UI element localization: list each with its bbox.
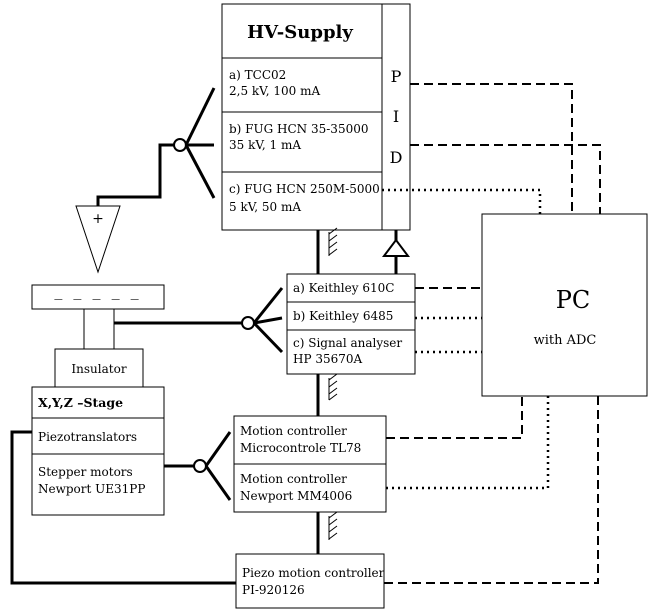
- meters-block: a) Keithley 610C b) Keithley 6485 c) Sig…: [286, 273, 416, 375]
- piezo-cable: [10, 430, 236, 585]
- meters-box: [286, 273, 416, 375]
- ground-icon: [328, 511, 338, 540]
- xyz-stage-title: X,Y,Z –Stage: [38, 395, 123, 410]
- amplifier-triangle: [382, 238, 410, 257]
- piezo-ctrl-line2: PI-920126: [242, 583, 305, 597]
- sample-plate: _ _ _ _ _: [31, 281, 165, 310]
- motion-controllers-block: Motion controller Microcontrole TL78 Mot…: [233, 415, 387, 513]
- meter-selector-switch-icon: [241, 287, 284, 354]
- selector-switches: [173, 87, 284, 501]
- meter-a-label: a) Keithley 610C: [293, 281, 394, 295]
- pid-letter-p: P: [391, 67, 402, 86]
- piezo-ctrl-to-pc-line: [384, 396, 599, 584]
- meter-c-line2: HP 35670A: [293, 352, 363, 366]
- hv-supply-box: [221, 3, 383, 231]
- insulator-label: Insulator: [71, 362, 126, 376]
- electrode-plus-sign: +: [92, 211, 104, 227]
- insulator-block: Insulator: [54, 348, 144, 388]
- hv-item-a-line2: 2,5 kV, 100 mA: [229, 84, 320, 98]
- motion-ctrl-2-line2: Newport MM4006: [240, 489, 352, 503]
- xyz-stage: X,Y,Z –Stage Piezotranslators Stepper mo…: [31, 386, 165, 516]
- hv-item-a-line1: a) TCC02: [229, 68, 286, 82]
- pid-controller: P I D: [381, 3, 411, 231]
- stage-stepper-line1: Stepper motors: [38, 465, 133, 479]
- hv-item-b-line1: b) FUG HCN 35-35000: [229, 122, 368, 136]
- dotted-signal-lines: [382, 188, 550, 490]
- pc-title: PC: [556, 286, 591, 314]
- hv-item-b-line2: 35 kV, 1 mA: [229, 138, 301, 152]
- sample-plate-minus: _ _ _ _ _: [54, 281, 141, 300]
- pid-p-to-pc-line: [410, 83, 573, 214]
- motion-ctrl-1-line1: Motion controller: [240, 424, 347, 438]
- tl78-to-pc-line: [386, 396, 523, 439]
- xyz-stage-box: [31, 386, 165, 516]
- pc-box: [481, 213, 648, 397]
- meter-c-line1: c) Signal analyser: [293, 336, 402, 350]
- ground-symbols: [328, 227, 338, 540]
- motion-ctrl-2-line1: Motion controller: [240, 472, 347, 486]
- hv-supply-block: HV-Supply a) TCC02 2,5 kV, 100 mA b) FUG…: [221, 3, 383, 231]
- stage-stepper-line2: Newport UE31PP: [38, 482, 145, 496]
- stage-piezo-label: Piezotranslators: [38, 430, 137, 444]
- ground-icon: [328, 227, 338, 256]
- sample-plate-box: [31, 284, 165, 310]
- mm4006-to-pc-line: [386, 396, 550, 490]
- pid-letter-d: D: [390, 148, 403, 167]
- sample-holder-stem: [83, 308, 115, 350]
- meter-b-label: b) Keithley 6485: [293, 309, 393, 323]
- piezo-controller-block: Piezo motion controller PI-920126: [235, 553, 385, 609]
- ground-icon: [328, 373, 338, 401]
- stepper-selector-switch-icon: [193, 431, 232, 501]
- hv-item-c-line2: 5 kV, 50 mA: [229, 200, 301, 214]
- hv-selector-switch-icon: [173, 87, 216, 199]
- insulator-box: [54, 348, 144, 388]
- dashed-signal-lines: [384, 83, 601, 584]
- pc-block: PC with ADC: [481, 213, 648, 397]
- motion-ctrl-1-line2: Microcontrole TL78: [240, 441, 361, 455]
- piezo-controller-box: [235, 553, 385, 609]
- fug-to-pc-line: [382, 188, 542, 214]
- pid-box: [381, 3, 411, 231]
- pid-i-to-pc-line: [410, 144, 601, 214]
- piezo-ctrl-line1: Piezo motion controller: [242, 566, 385, 580]
- hv-supply-title: HV-Supply: [247, 22, 353, 43]
- pc-subtitle: with ADC: [534, 333, 597, 348]
- hv-cable: [96, 143, 174, 206]
- electrode-tip: +: [75, 205, 121, 274]
- cable-lines: [10, 143, 410, 585]
- pid-letter-i: I: [393, 107, 399, 126]
- hv-item-c-line1: c) FUG HCN 250M-5000: [229, 182, 380, 196]
